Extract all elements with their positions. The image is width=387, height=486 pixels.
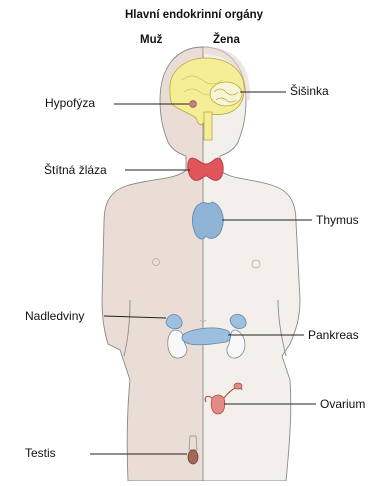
brain-stem [204,112,212,140]
pineal-gland [210,82,242,106]
label-nadledviny: Nadledviny [25,309,84,323]
label-thymus: Thymus [316,213,359,227]
left-adrenal [166,315,182,329]
testis-organ [188,436,198,464]
label-testis: Testis [25,446,56,460]
label-pankreas: Pankreas [308,328,359,342]
side-label-female: Žena [213,33,240,47]
thymus-gland [192,202,223,239]
side-label-male: Muž [140,33,162,47]
pituitary-gland [190,101,197,108]
label-hypofyza: Hypofýza [45,96,95,110]
diagram-title: Hlavní endokrinní orgány [125,8,263,22]
label-stitna-zlaza: Štítná žláza [44,163,107,177]
label-ovarium: Ovarium [320,397,365,411]
label-sisinka: Šišinka [290,84,329,98]
